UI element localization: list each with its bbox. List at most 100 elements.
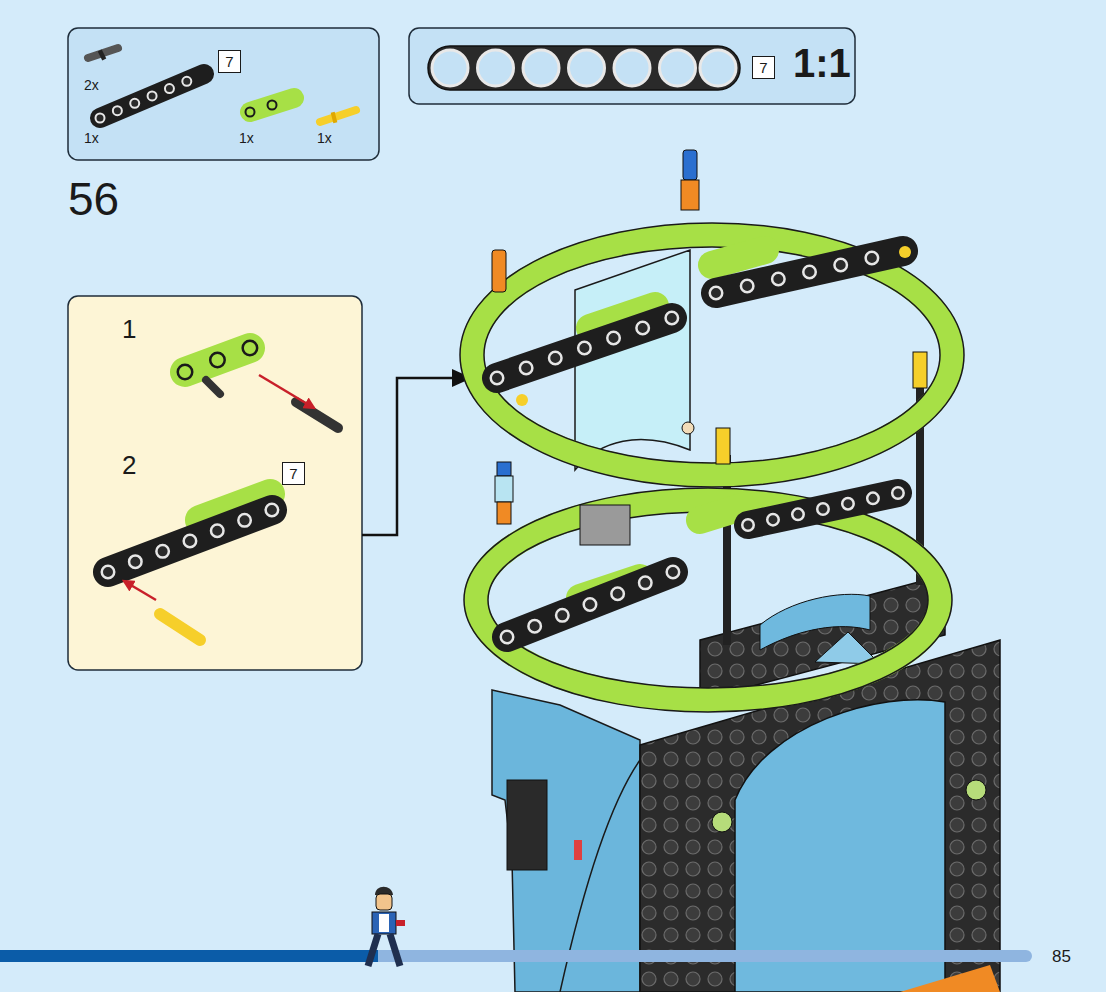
substep-illustration: [160, 614, 200, 640]
minifigure: [396, 920, 405, 926]
progress-bar: [0, 950, 1032, 962]
ruler-beam: [569, 50, 605, 86]
scale-panel: 1:1 7: [409, 28, 855, 104]
minifigure: [376, 894, 392, 910]
minifigure: [368, 887, 405, 966]
parts-panel: [68, 28, 379, 160]
pins: [492, 150, 927, 464]
quantity-text: 1x: [317, 131, 332, 145]
step-number: 56: [68, 176, 119, 222]
substep-illustration: [296, 402, 338, 428]
substep-illustration: [185, 348, 250, 372]
ruler-beam: [428, 46, 740, 90]
quantity-text: 2x: [84, 78, 99, 92]
leader-arrow: [362, 378, 455, 535]
pins: [716, 428, 730, 464]
ruler-beam: [478, 50, 514, 86]
lower-ring: [488, 512, 928, 688]
lower-ring: [464, 488, 952, 712]
substep-illustration: [259, 375, 314, 408]
ruler-beam: [660, 50, 696, 86]
upper-beams: [497, 246, 911, 406]
upper-beams: [716, 251, 903, 293]
part-icon: [250, 98, 294, 112]
upper-ring: [460, 223, 964, 487]
beam-length-box: 7: [752, 56, 775, 79]
upper-beams: [516, 394, 528, 406]
page-number: 85: [1052, 948, 1071, 965]
lower-beams: [497, 502, 511, 524]
pins: [682, 422, 694, 434]
substep-number: 1: [122, 316, 136, 342]
substep-illustration: [108, 510, 272, 572]
upper-ring: [484, 247, 940, 463]
beam-length-box: 7: [218, 50, 241, 73]
part-icon: [88, 48, 356, 122]
lower-ring: [476, 500, 940, 700]
model-base: [507, 780, 547, 870]
parts-panel: [409, 28, 855, 104]
upper-ring: [472, 235, 952, 475]
ruler-beam: [523, 50, 559, 86]
lower-beams: [748, 493, 898, 525]
model-base: [735, 700, 945, 992]
lower-beams: [507, 572, 673, 637]
axle-rod: [727, 375, 920, 645]
progress-bar: [0, 950, 1032, 962]
upper-beams: [497, 318, 672, 378]
parts-panel: [68, 296, 362, 670]
model-base: [966, 780, 986, 800]
lower-ring: [464, 488, 952, 712]
lower-beams: [495, 476, 513, 502]
beam-length-box: 7: [282, 462, 305, 485]
parts-panel: 2x1x1x1x7: [68, 28, 379, 160]
model-base: [900, 965, 1000, 992]
substep-illustration: [108, 348, 338, 640]
substep-panel: 1 2 7: [68, 296, 362, 670]
quantity-text: 1x: [239, 131, 254, 145]
lower-beams: [748, 493, 898, 525]
minifigure: [390, 934, 400, 966]
upper-beams: [497, 318, 672, 378]
upper-beams: [899, 246, 911, 258]
pins: [681, 180, 699, 210]
substep-illustration: [206, 380, 220, 394]
substep-illustration: [108, 510, 272, 572]
lower-beams: [497, 462, 511, 476]
lower-beams: [580, 505, 630, 545]
ruler-beam: [614, 50, 650, 86]
lower-beams: [748, 493, 898, 525]
length-number: 7: [759, 60, 767, 75]
substep-number: 2: [122, 452, 136, 478]
part-icon: [100, 74, 204, 118]
scale-text: 1:1: [793, 43, 851, 83]
substep-illustration: [124, 581, 156, 600]
model-base: [574, 840, 582, 860]
part-icon: [100, 74, 204, 118]
lower-beams: [495, 462, 898, 637]
substep-illustration: [185, 348, 250, 372]
pins: [913, 352, 927, 388]
part-icon: [88, 48, 118, 58]
upper-beams: [716, 251, 903, 293]
model-base: [712, 812, 732, 832]
minifigure: [372, 912, 396, 934]
ruler-beam: [432, 50, 468, 86]
model-base: [492, 690, 640, 992]
progress-bar: [0, 950, 378, 962]
length-number: 7: [289, 466, 297, 481]
substep-illustration: [185, 348, 250, 372]
part-icon: [320, 110, 356, 122]
minifigure: [379, 914, 389, 932]
upper-beams: [716, 251, 903, 293]
part-icon: [250, 98, 294, 112]
leader-arrow: [362, 369, 472, 535]
part-icon: [250, 98, 294, 112]
minifigure: [368, 934, 378, 966]
upper-beams: [712, 250, 765, 265]
lower-beams: [507, 572, 673, 637]
upper-ring: [460, 223, 964, 487]
